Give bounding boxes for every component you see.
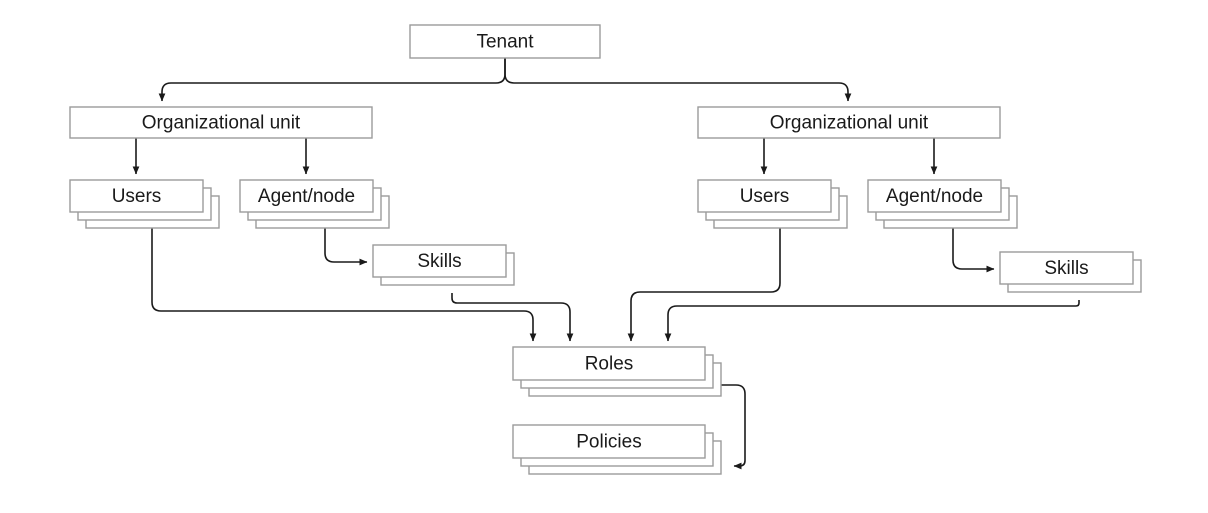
node-ou-left[interactable]: Organizational unit [69, 106, 373, 139]
node-skills-right-label: Skills [1044, 258, 1088, 279]
node-policies-box[interactable] [512, 424, 706, 459]
node-skills-left-box[interactable] [372, 244, 507, 278]
node-tenant[interactable]: Tenant [409, 24, 601, 59]
edge-roles-to-policies [721, 384, 746, 470]
edge-tenant-to-ou-left [158, 58, 506, 102]
node-users-right[interactable]: Users [697, 179, 848, 229]
node-users-left-label: Users [112, 186, 162, 207]
node-ou-left-label: Organizational unit [142, 113, 301, 134]
edge-agent-right-to-skills-right [952, 228, 995, 273]
node-agent-right-label: Agent/node [886, 186, 983, 207]
node-ou-left-box[interactable] [69, 106, 373, 139]
node-agent-left-label: Agent/node [258, 186, 355, 207]
node-users-left-box[interactable] [69, 179, 204, 213]
node-skills-left[interactable]: Skills [372, 244, 515, 286]
edge-agent-left-to-skills-left [324, 228, 368, 266]
node-roles-box[interactable] [512, 346, 706, 381]
node-agent-right[interactable]: Agent/node [867, 179, 1018, 229]
node-users-right-label: Users [740, 186, 790, 207]
node-policies-label: Policies [576, 432, 641, 453]
node-roles[interactable]: Roles [512, 346, 722, 397]
node-users-left[interactable]: Users [69, 179, 220, 229]
node-agent-left[interactable]: Agent/node [239, 179, 390, 229]
edge-users-right-to-roles [627, 228, 781, 342]
node-roles-label: Roles [585, 354, 634, 375]
node-skills-right[interactable]: Skills [999, 251, 1142, 293]
node-ou-right[interactable]: Organizational unit [697, 106, 1001, 139]
node-skills-left-label: Skills [417, 251, 461, 272]
node-agent-left-box[interactable] [239, 179, 374, 213]
edge-tenant-to-ou-right [504, 58, 852, 102]
node-ou-right-label: Organizational unit [770, 113, 929, 134]
node-policies[interactable]: Policies [512, 424, 722, 475]
node-tenant-box[interactable] [409, 24, 601, 59]
edge-users-left-to-roles [151, 228, 537, 342]
node-agent-right-box[interactable] [867, 179, 1002, 213]
edges-layer [132, 58, 1080, 470]
node-skills-right-box[interactable] [999, 251, 1134, 285]
node-users-right-box[interactable] [697, 179, 832, 213]
edge-skills-left-to-roles [451, 293, 574, 342]
edge-skills-right-to-roles [664, 300, 1080, 342]
node-tenant-label: Tenant [476, 32, 534, 53]
node-ou-right-box[interactable] [697, 106, 1001, 139]
